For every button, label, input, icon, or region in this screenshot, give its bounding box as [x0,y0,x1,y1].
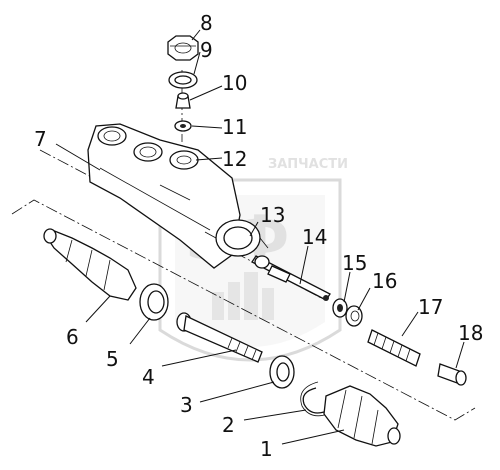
part-4-bolt [176,312,263,363]
watermark-small-text: ЗАПЧАСТИ [268,157,348,172]
callout-8: 8 [200,11,213,35]
part-17-spring [367,329,421,367]
part-14-rod [251,255,331,301]
part-7-housing [87,123,241,269]
part-10-valve [175,92,191,109]
callout-14: 14 [302,225,327,249]
part-16-cup [345,305,363,327]
callout-2: 2 [222,413,235,437]
callout-17: 17 [418,295,443,319]
part-8-plug [167,35,199,61]
callout-9: 9 [200,38,213,62]
callout-13: 13 [260,203,285,227]
callout-1: 1 [260,437,273,461]
part-15-seal [332,298,348,318]
callout-11: 11 [222,115,247,139]
callout-15: 15 [342,251,367,275]
part-6-boot [43,228,137,301]
leader-lines [55,29,465,445]
part-11-seal [174,120,192,132]
callout-5: 5 [106,347,119,371]
part-9-washer [168,71,198,89]
callout-3: 3 [180,393,193,417]
callout-18: 18 [458,321,483,345]
callout-7: 7 [34,127,47,151]
part-18-sleeve [437,363,467,386]
part-2-ring [300,381,329,417]
callout-12: 12 [222,147,247,171]
part-5-ring [139,283,169,321]
callout-labels: 8 9 10 11 12 7 13 14 15 16 17 18 6 5 4 3… [34,11,483,461]
callout-4: 4 [142,365,155,389]
part-1-bellows [323,385,401,447]
callout-10: 10 [222,71,247,95]
callout-6: 6 [66,325,79,349]
part-13-piston [204,219,269,257]
part-3-washer [269,355,295,389]
watermark-buildings [212,272,274,320]
callout-16: 16 [372,269,397,293]
